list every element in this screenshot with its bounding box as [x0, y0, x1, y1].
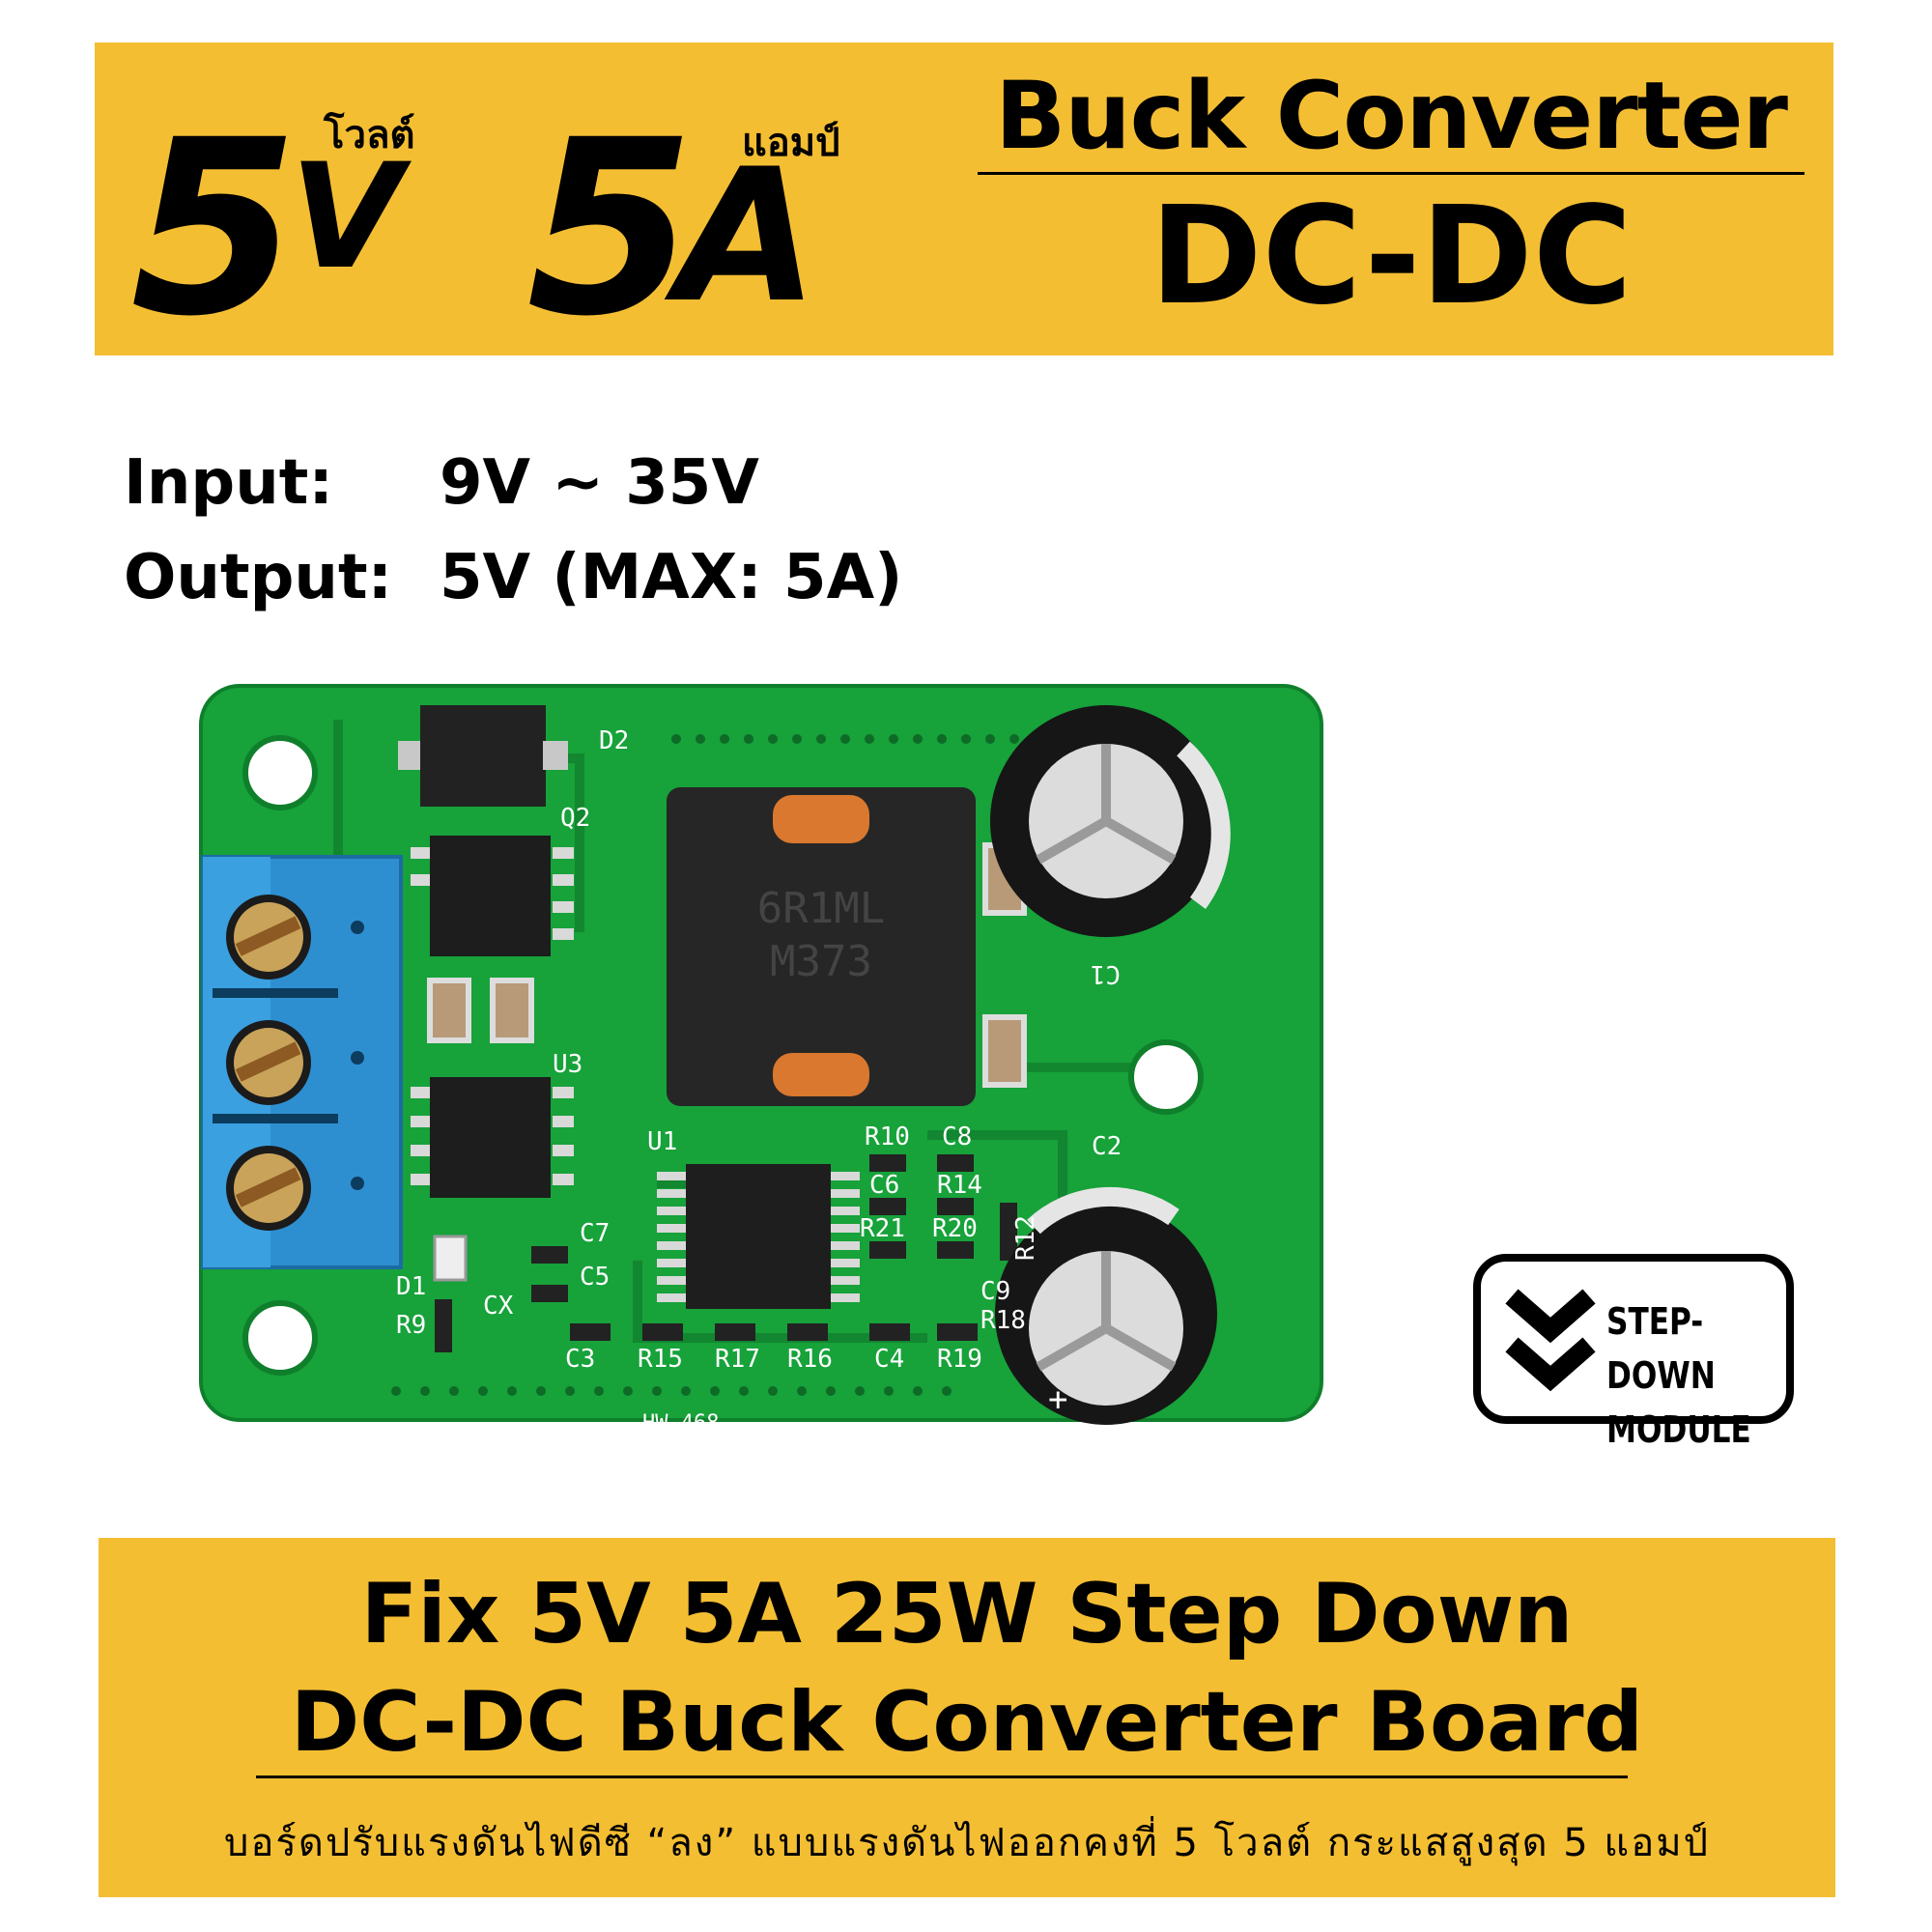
silk-c8: C8	[942, 1122, 972, 1151]
silk-r15: R15	[638, 1345, 683, 1374]
current-unit: A	[676, 129, 819, 343]
silk-r16: R16	[787, 1345, 833, 1374]
footer-divider	[256, 1776, 1628, 1778]
header-banner	[95, 43, 1833, 355]
silk-r18: R18	[980, 1306, 1026, 1335]
silk-c2: C2	[1092, 1132, 1122, 1161]
double-chevron-down-icon	[1505, 1289, 1596, 1392]
silk-c3: C3	[565, 1345, 595, 1374]
input-value: 9V ~ 35V	[440, 447, 759, 519]
silk-c5: C5	[580, 1263, 610, 1292]
footer-title-line2: DC-DC Buck Converter Board	[290, 1674, 1644, 1771]
voltage-number: 5	[130, 88, 298, 369]
silk-r14: R14	[937, 1171, 982, 1200]
silk-r10: R10	[865, 1122, 910, 1151]
silk-d1: D1	[396, 1272, 426, 1301]
silk-r9: R9	[396, 1311, 426, 1340]
current-thai-label: แอมป์	[742, 121, 840, 165]
silk-plus: +	[1048, 1380, 1067, 1419]
silk-c6: C6	[869, 1171, 899, 1200]
inductor-marking-1: 6R1ML	[757, 884, 885, 933]
title-buck-converter: Buck Converter	[995, 62, 1788, 170]
silk-c7: C7	[580, 1219, 610, 1248]
silk-r19: R19	[937, 1345, 982, 1374]
silk-u1: U1	[647, 1127, 677, 1156]
silk-r12: R12	[1011, 1215, 1040, 1261]
output-label: Output:	[124, 542, 393, 613]
silk-q2: Q2	[560, 804, 590, 833]
silk-r21: R21	[860, 1214, 905, 1243]
silk-model: HW-468	[642, 1411, 719, 1435]
silk-r20: R20	[932, 1214, 978, 1243]
footer-banner	[99, 1538, 1835, 1897]
silk-c9: C9	[980, 1277, 1010, 1306]
output-value: 5V (MAX: 5A)	[440, 542, 903, 613]
footer-thai-description: บอร์ดปรับแรงดันไฟดีซี “ลง” แบบแรงดันไฟออ…	[224, 1821, 1710, 1865]
footer-title-line1: Fix 5V 5A 25W Step Down	[360, 1566, 1574, 1662]
silk-d2: D2	[599, 726, 629, 755]
title-dc-dc: DC-DC	[1150, 178, 1633, 335]
voltage-thai-label: โวลต์	[324, 113, 415, 157]
silk-cx: CX	[483, 1292, 514, 1321]
silk-c1: C1	[1091, 959, 1121, 988]
voltage-unit: V	[290, 133, 403, 301]
step-down-badge: STEP-DOWN MODULE	[1473, 1254, 1794, 1451]
silk-u3: U3	[553, 1050, 582, 1079]
input-label: Input:	[124, 447, 333, 519]
step-down-line1: STEP-DOWN	[1606, 1300, 1716, 1397]
step-down-label: STEP-DOWN MODULE	[1606, 1294, 1754, 1457]
title-divider	[978, 172, 1804, 175]
current-number: 5	[526, 88, 695, 369]
silk-c4: C4	[874, 1345, 904, 1374]
step-down-line2: MODULE	[1606, 1408, 1751, 1451]
buck-converter-board-image: 6R1ML M373 D2 Q2 U3 U1	[199, 684, 1323, 1435]
silk-r17: R17	[715, 1345, 760, 1374]
inductor-marking-2: M373	[770, 937, 872, 986]
